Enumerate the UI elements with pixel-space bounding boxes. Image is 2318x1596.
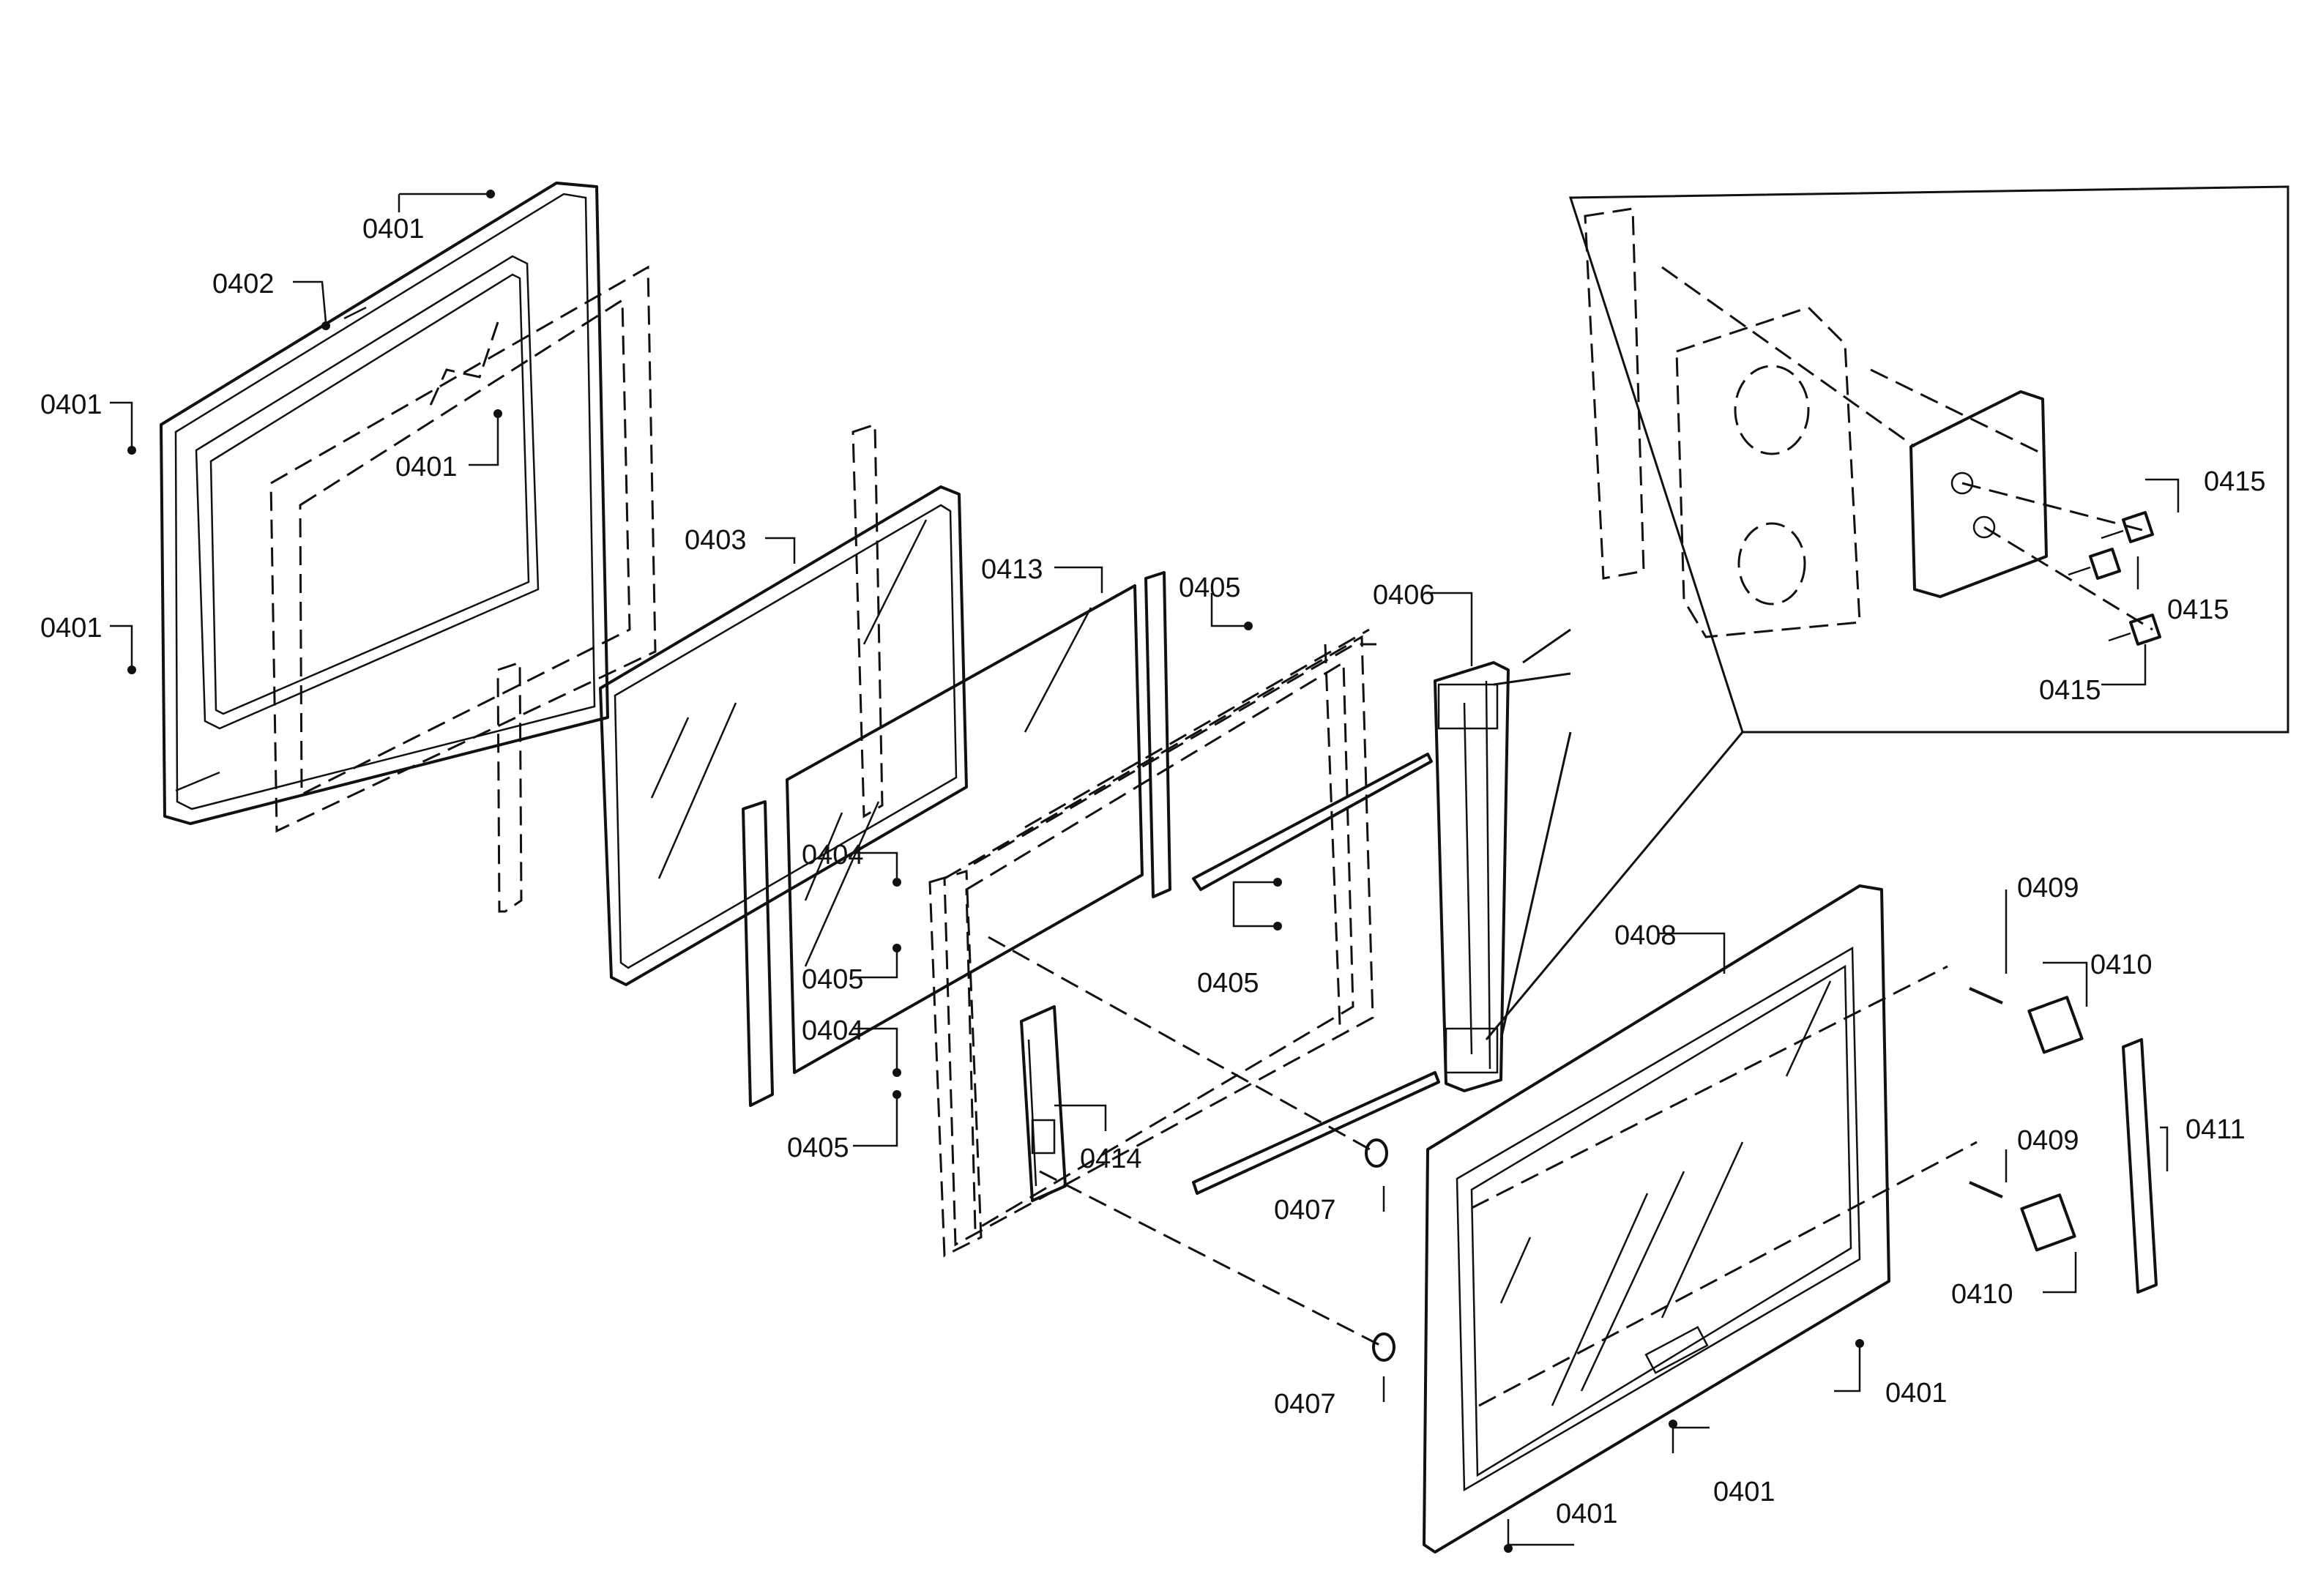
callout-0401: 0401 <box>40 613 103 644</box>
callout-0401: 0401 <box>1556 1499 1618 1529</box>
glass-retainer-strip <box>851 422 884 818</box>
callout-0414: 0414 <box>1080 1144 1142 1174</box>
inner-door-frame <box>160 182 609 825</box>
callout-0409: 0409 <box>2017 1125 2079 1156</box>
callout-0411: 0411 <box>2185 1114 2246 1145</box>
callout-0405: 0405 <box>1197 968 1259 999</box>
screw-icon <box>2108 614 2161 646</box>
callout-0415: 0415 <box>2204 466 2266 497</box>
callout-0401: 0401 <box>395 452 458 482</box>
left-side-strip <box>742 800 774 1107</box>
alignment-lines <box>988 936 1978 1407</box>
callout-0401: 0401 <box>1885 1378 1948 1409</box>
callout-0404: 0404 <box>802 1015 864 1046</box>
callout-0404: 0404 <box>802 840 864 870</box>
door-rails <box>1192 753 1440 1195</box>
callout-0402: 0402 <box>212 269 275 299</box>
callout-0403: 0403 <box>685 525 747 556</box>
screw-icon <box>2068 548 2121 580</box>
callout-0405: 0405 <box>787 1133 849 1163</box>
hinge-arm <box>1434 661 1510 1092</box>
callout-0407: 0407 <box>1274 1389 1336 1420</box>
callout-labels: 0401 0402 0401 0401 0401 0403 0413 0405 … <box>40 214 2266 1529</box>
callout-0415: 0415 <box>2039 675 2101 706</box>
latch-bracket <box>1020 1005 1067 1202</box>
handle-parts <box>1969 987 2158 1294</box>
callout-0401: 0401 <box>1713 1477 1775 1507</box>
callout-0408: 0408 <box>1614 920 1677 951</box>
callout-0401: 0401 <box>362 214 425 245</box>
callout-0410: 0410 <box>1951 1279 2013 1310</box>
middle-glass-pane <box>786 584 1144 1074</box>
hinge-detail-inset <box>1485 185 2289 1040</box>
outer-door-panel <box>1423 884 1890 1554</box>
callout-0405: 0405 <box>802 964 864 995</box>
screw-icon <box>2101 511 2154 543</box>
callout-leaders <box>110 190 2180 1553</box>
outer-glass-pane <box>599 485 968 986</box>
callout-0407: 0407 <box>1274 1195 1336 1226</box>
door-seal-outline <box>269 265 657 833</box>
door-chassis-frame <box>928 628 1376 1258</box>
callout-0410: 0410 <box>2090 950 2153 980</box>
callout-0413: 0413 <box>981 554 1043 585</box>
callout-0401: 0401 <box>40 389 103 420</box>
callout-0406: 0406 <box>1373 580 1435 611</box>
right-side-strip <box>1144 571 1171 898</box>
rear-bracket <box>496 660 523 913</box>
callout-0405: 0405 <box>1179 573 1241 603</box>
washers <box>1365 1138 1395 1362</box>
callout-0409: 0409 <box>2017 873 2079 903</box>
callout-0415: 0415 <box>2167 594 2229 625</box>
